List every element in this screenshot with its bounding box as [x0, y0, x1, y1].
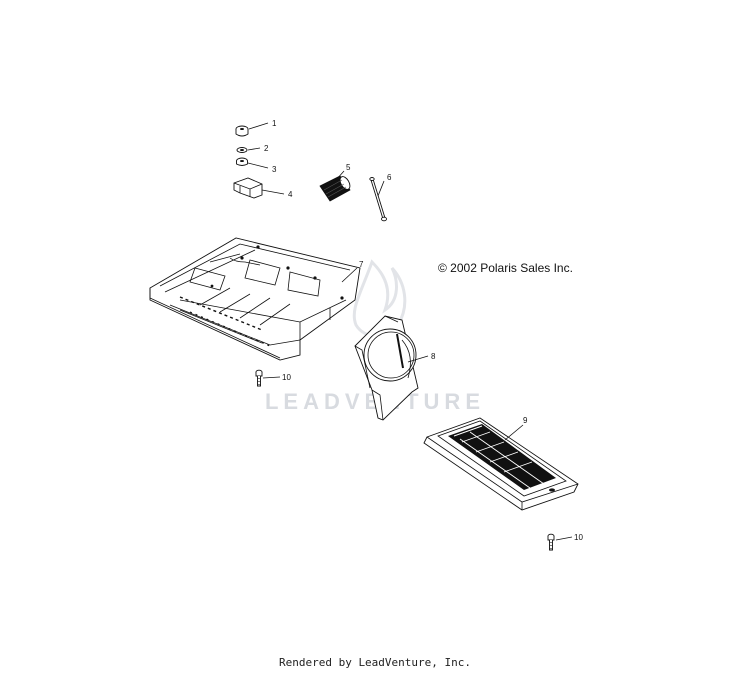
callout-9: 9 — [523, 416, 528, 425]
part-1-bolt[interactable] — [235, 125, 249, 137]
callout-3: 3 — [272, 165, 277, 174]
callout-8: 8 — [431, 352, 436, 361]
callout-5: 5 — [346, 163, 351, 172]
callout-4: 4 — [288, 190, 293, 199]
part-4-bracket[interactable] — [233, 177, 263, 199]
callout-2: 2 — [264, 144, 269, 153]
part-9-footrest[interactable] — [423, 417, 579, 511]
part-8-shroud[interactable] — [354, 315, 419, 421]
copyright-text: © 2002 Polaris Sales Inc. — [438, 261, 573, 275]
part-3-nut[interactable] — [236, 157, 248, 166]
part-6-rod[interactable] — [369, 177, 387, 222]
callout-7: 7 — [359, 260, 364, 269]
callout-10-left: 10 — [282, 373, 291, 382]
part-10-screw-left[interactable] — [255, 369, 263, 387]
watermark-flame-logo — [352, 259, 407, 338]
callout-6: 6 — [387, 173, 392, 182]
part-7-floor-panel[interactable] — [149, 237, 361, 361]
callout-10-right: 10 — [574, 533, 583, 542]
callout-1: 1 — [272, 119, 277, 128]
footer-credit: Rendered by LeadVenture, Inc. — [278, 656, 472, 669]
part-2-washer[interactable] — [236, 147, 248, 153]
part-5-grip[interactable] — [319, 175, 352, 202]
part-10-screw-right[interactable] — [547, 533, 555, 551]
